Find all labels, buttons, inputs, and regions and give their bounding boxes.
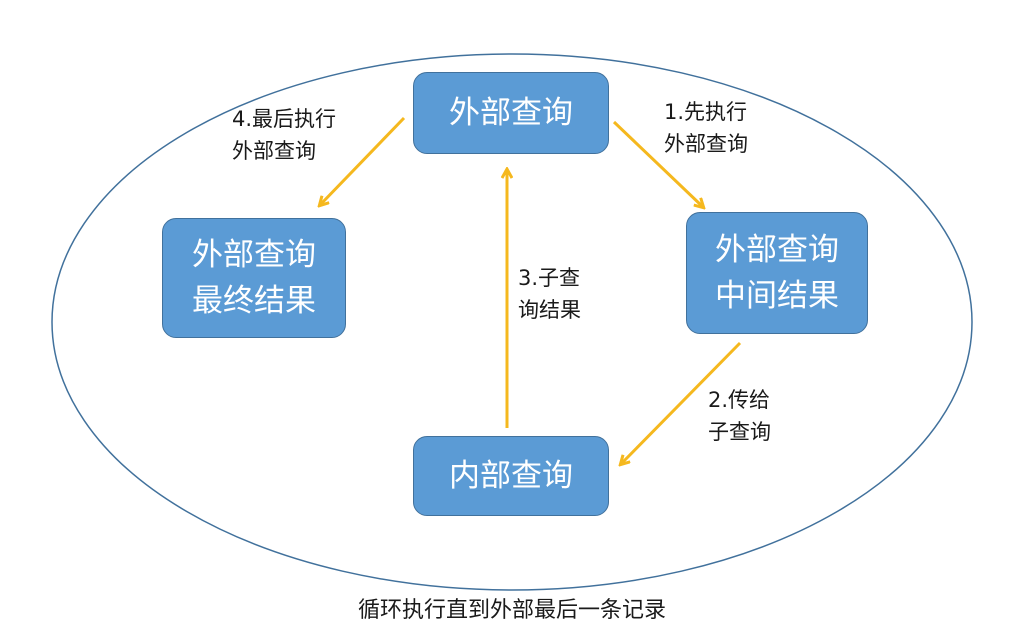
node-outer-query-line1: 外部查询: [449, 95, 573, 131]
edge-label-step1: 1.先执行 外部查询: [664, 96, 748, 160]
node-outer-intermediate-line1: 外部查询: [715, 232, 839, 268]
node-outer-intermediate-line2: 中间结果: [715, 278, 839, 314]
edge-label-step2: 2.传给 子查询: [708, 384, 771, 448]
edge-label-step4-line1: 4.最后执行: [232, 107, 337, 131]
edge-label-step2-line1: 2.传给: [708, 388, 771, 412]
edge-label-step3-line1: 3.子查: [518, 266, 581, 290]
edge-label-step4: 4.最后执行 外部查询: [232, 103, 336, 167]
arrow-step1: [612, 120, 703, 207]
edge-label-step1-line1: 1.先执行: [664, 100, 748, 124]
node-outer-intermediate-result: 外部查询 中间结果: [686, 212, 868, 334]
edge-label-step2-line2: 子查询: [708, 420, 771, 444]
edge-label-step3: 3.子查 询结果: [518, 262, 581, 326]
loop-ellipse: [51, 53, 973, 591]
diagram-caption: 循环执行直到外部最后一条记录: [357, 598, 666, 623]
node-inner-query: 内部查询: [413, 436, 609, 516]
arrow-step4: [320, 116, 406, 205]
edge-label-step3-line2: 询结果: [518, 298, 581, 322]
node-outer-final-result: 外部查询 最终结果: [162, 218, 346, 338]
node-outer-final-line1: 外部查询: [192, 237, 316, 273]
arrow-step2: [621, 341, 742, 464]
node-inner-query-line1: 内部查询: [449, 458, 573, 494]
node-outer-query: 外部查询: [413, 72, 609, 154]
node-outer-final-line2: 最终结果: [192, 283, 316, 319]
edge-label-step4-line2: 外部查询: [232, 139, 316, 163]
edge-label-step1-line2: 外部查询: [664, 132, 748, 156]
